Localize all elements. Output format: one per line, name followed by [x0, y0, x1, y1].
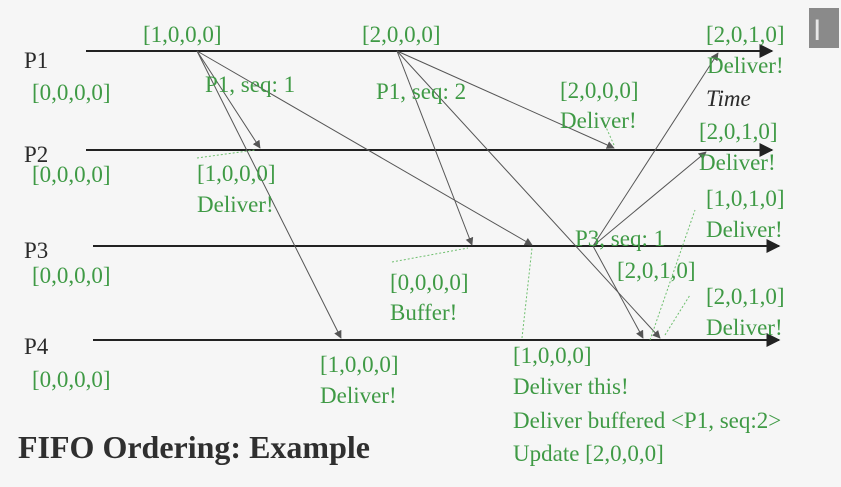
p1-final-deliver: Deliver! — [707, 53, 784, 78]
process-name-p2: P2 — [24, 142, 48, 167]
process-name-p3: P3 — [24, 238, 48, 263]
msg-p1s2-to-p3 — [396, 50, 474, 246]
p3-right-deliver: Deliver! — [706, 217, 783, 242]
p3-send-vector: [2,0,1,0] — [617, 258, 696, 283]
p3-deliver-this: Deliver this! — [513, 374, 629, 399]
p3-buffer-vector: [0,0,0,0] — [390, 270, 469, 295]
text-cursor-icon — [809, 8, 839, 48]
p4-right-deliver: Deliver! — [706, 315, 783, 340]
p1-send1-vector: [1,0,0,0] — [143, 22, 222, 47]
msg-p3s1-to-p2 — [592, 151, 707, 247]
msg-p1s1-to-p4 — [196, 50, 342, 339]
p2-recv1-deliver: Deliver! — [197, 192, 274, 217]
process-name-p1: P1 — [24, 48, 48, 73]
p3-right-vector: [1,0,1,0] — [706, 186, 785, 211]
p1-final-vector: [2,0,1,0] — [706, 22, 785, 47]
p3-recv1-vector: [1,0,0,0] — [513, 343, 592, 368]
p3-update: Update [2,0,0,0] — [513, 441, 664, 466]
msg2-label: P1, seq: 2 — [376, 79, 466, 104]
callout-p3-buffer — [391, 247, 469, 263]
process-name-p4: P4 — [24, 334, 49, 359]
msg-p1s1-to-p2 — [196, 50, 261, 149]
initial-vector-p4: [0,0,0,0] — [32, 367, 111, 392]
p2-recv1-vector: [1,0,0,0] — [197, 161, 276, 186]
msg-p1s1-to-p3 — [196, 50, 533, 246]
p4-recv1-vector: [1,0,0,0] — [320, 352, 399, 377]
cursor-glyph: I — [813, 14, 821, 47]
p1-send2-vector: [2,0,0,0] — [362, 22, 441, 47]
msg-p3s1-to-p1 — [592, 52, 719, 247]
p3-deliver-buffered: Deliver buffered <P1, seq:2> — [513, 408, 781, 433]
initial-vector-p3: [0,0,0,0] — [32, 263, 111, 288]
p3-buffer-label: Buffer! — [390, 300, 457, 325]
callout-p3-recv1 — [521, 247, 533, 339]
slide-title: FIFO Ordering: Example — [18, 429, 370, 465]
msg-p3s1-to-p4 — [592, 245, 644, 339]
p2-final-deliver: Deliver! — [699, 150, 776, 175]
p4-recv1-deliver: Deliver! — [320, 383, 397, 408]
p4-right-vector: [2,0,1,0] — [706, 284, 785, 309]
msg-p1s2-to-p2 — [396, 50, 615, 149]
msg-p1s2-to-p4 — [396, 50, 661, 339]
msg3-label: P3, seq: 1 — [575, 226, 665, 251]
p2-mid-vector: [2,0,0,0] — [560, 78, 639, 103]
time-label: Time — [706, 86, 751, 111]
p2-mid-deliver: Deliver! — [560, 108, 637, 133]
callout-p2-recv1 — [196, 149, 256, 159]
callout-p3-send — [649, 209, 696, 341]
initial-vector-p2: [0,0,0,0] — [32, 162, 111, 187]
initial-vector-p1: [0,0,0,0] — [32, 80, 111, 105]
callout-p4-right — [664, 294, 691, 336]
msg1-label: P1, seq: 1 — [205, 72, 295, 97]
p2-final-vector: [2,0,1,0] — [699, 119, 778, 144]
